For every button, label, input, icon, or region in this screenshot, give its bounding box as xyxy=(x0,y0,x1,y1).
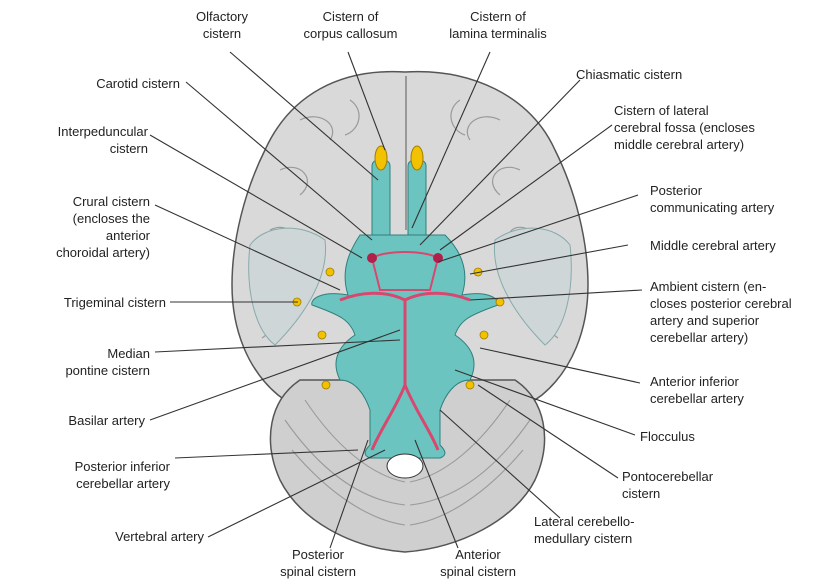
label-chiasmatic-cistern: Chiasmatic cistern xyxy=(576,66,776,83)
label-median-pontine-cistern: Median pontine cistern xyxy=(20,345,150,379)
label-crural-cistern: Crural cistern (encloses the anterior ch… xyxy=(20,193,150,261)
label-cistern-corpus-callosum: Cistern of corpus callosum xyxy=(288,8,413,42)
label-vertebral-artery: Vertebral artery xyxy=(40,528,204,545)
foramen-magnum xyxy=(387,454,423,478)
label-lateral-cerebellomedullary-cistern: Lateral cerebello- medullary cistern xyxy=(534,513,704,547)
label-cistern-lamina-terminalis: Cistern of lamina terminalis xyxy=(428,8,568,42)
label-flocculus: Flocculus xyxy=(640,428,790,445)
label-anterior-spinal-cistern: Anterior spinal cistern xyxy=(418,546,538,580)
label-carotid-cistern: Carotid cistern xyxy=(40,75,180,92)
label-trigeminal-cistern: Trigeminal cistern xyxy=(10,294,166,311)
label-pontocerebellar-cistern: Pontocerebellar cistern xyxy=(622,468,782,502)
olfactory-cistern-right xyxy=(408,160,426,240)
label-basilar-artery: Basilar artery xyxy=(20,412,145,429)
label-middle-cerebral-artery: Middle cerebral artery xyxy=(650,237,815,254)
label-olfactory-cistern: Olfactory cistern xyxy=(172,8,272,42)
label-cistern-lateral-cerebral-fossa: Cistern of lateral cerebral fossa (enclo… xyxy=(614,102,814,153)
label-anterior-inferior-cerebellar-artery: Anterior inferior cerebellar artery xyxy=(650,373,815,407)
label-posterior-communicating-artery: Posterior communicating artery xyxy=(650,182,815,216)
label-interpeduncular-cistern: Interpeduncular cistern xyxy=(20,123,148,157)
olfactory-cistern-left xyxy=(372,160,390,240)
label-posterior-inferior-cerebellar-artery: Posterior inferior cerebellar artery xyxy=(20,458,170,492)
label-ambient-cistern: Ambient cistern (en- closes posterior ce… xyxy=(650,278,820,346)
olfactory-bulb-right xyxy=(411,146,423,170)
label-posterior-spinal-cistern: Posterior spinal cistern xyxy=(258,546,378,580)
